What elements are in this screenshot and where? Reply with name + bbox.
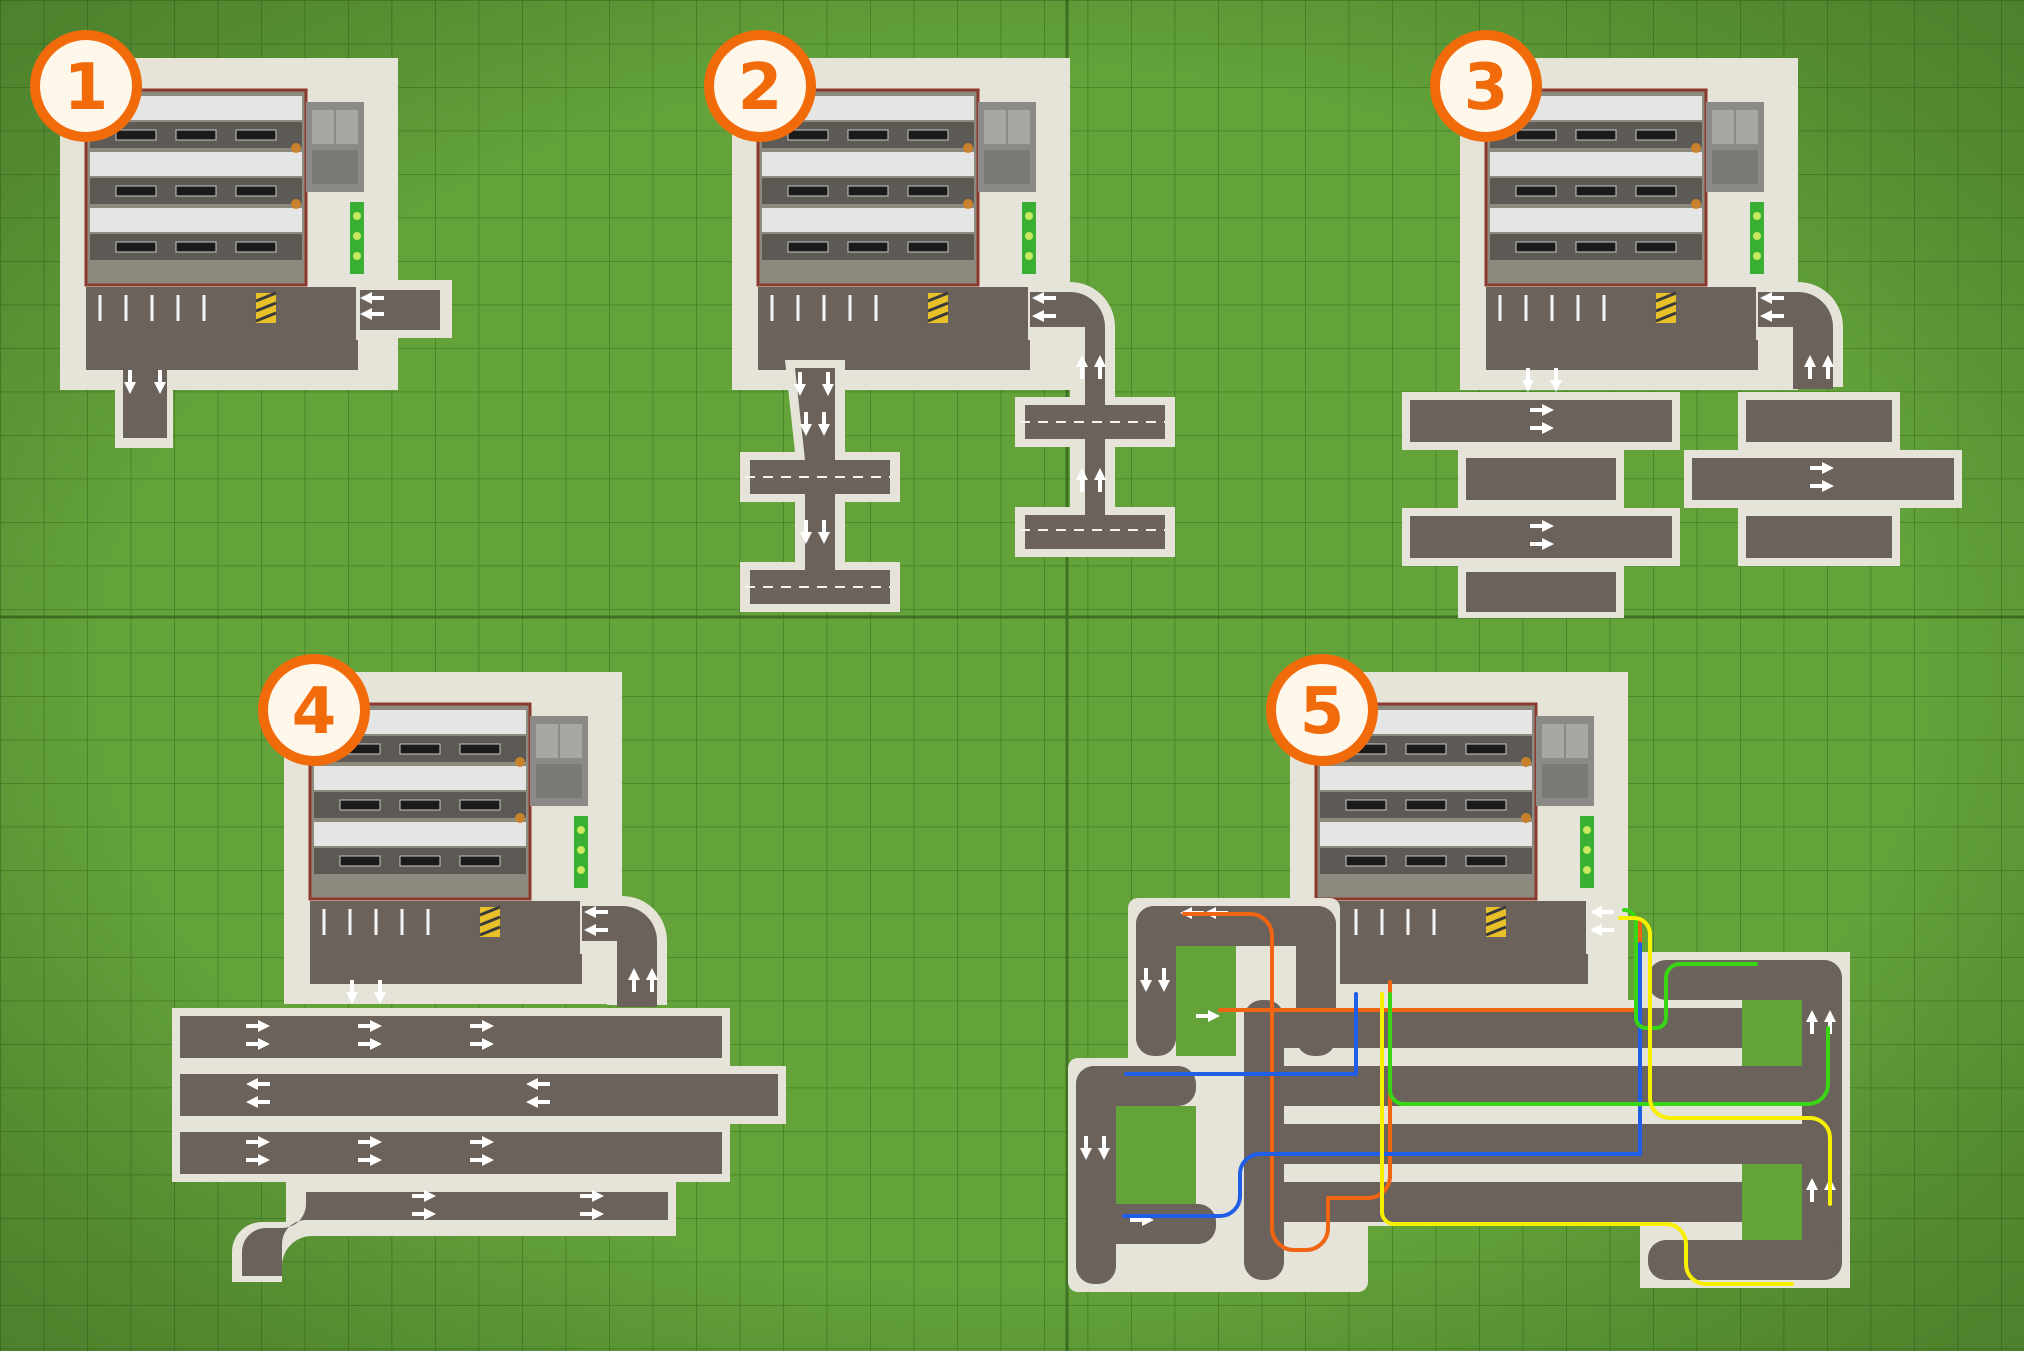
step-badge-2: 2: [704, 30, 816, 142]
step-badge-1: 1: [30, 30, 142, 142]
step-number: 5: [1300, 675, 1345, 749]
step-number: 4: [292, 675, 337, 749]
step-number: 1: [64, 51, 109, 125]
step-badge-5: 5: [1266, 654, 1378, 766]
step-number: 3: [1464, 51, 1509, 125]
step-number: 2: [738, 51, 783, 125]
step-badge-3: 3: [1430, 30, 1542, 142]
step-badge-4: 4: [258, 654, 370, 766]
